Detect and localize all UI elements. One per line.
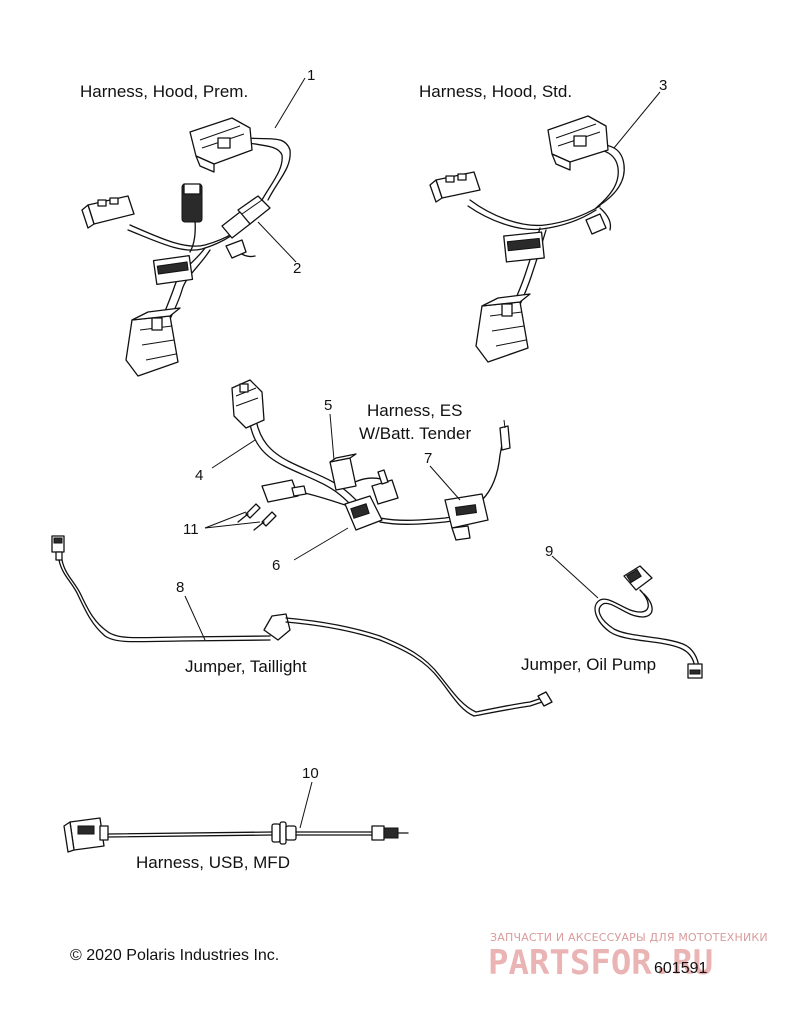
harness-hood-std-drawing [429,115,625,363]
callout-1: 1 [307,67,315,84]
harness-hood-prem-drawing [81,117,291,377]
callout-7: 7 [424,450,432,467]
callout-9: 9 [545,543,553,560]
callout-10: 10 [302,765,319,782]
label-es-line2: W/Batt. Tender [359,424,471,443]
callout-8: 8 [176,579,184,596]
label-taillight: Jumper, Taillight [185,657,307,676]
callout-5: 5 [324,397,332,414]
watermark-brand: PARTSFOR.RU [488,943,713,983]
watermark-tagline: ЗАПЧАСТИ И АКСЕССУАРЫ ДЛЯ МОТОТЕХНИКИ [490,931,768,944]
callout-6: 6 [272,557,280,574]
label-usb-mfd: Harness, USB, MFD [136,853,290,872]
callout-11: 11 [183,521,199,538]
jumper-oil-pump-drawing [594,565,703,679]
label-oil-pump: Jumper, Oil Pump [521,655,656,674]
label-hood-prem: Harness, Hood, Prem. [80,82,248,101]
figure-code: 601591 [654,960,707,977]
callout-2: 2 [293,260,301,277]
harness-es-drawing [231,379,511,541]
callout-3: 3 [659,77,667,94]
jumper-taillight-drawing [51,535,553,717]
label-es-line1: Harness, ES [367,401,462,420]
leader-lines [184,77,661,829]
copyright-text: © 2020 Polaris Industries Inc. [70,947,279,964]
harness-usb-mfd-drawing [63,817,409,853]
screws-drawing [237,503,277,531]
callout-4: 4 [195,467,203,484]
label-hood-std: Harness, Hood, Std. [419,82,572,101]
